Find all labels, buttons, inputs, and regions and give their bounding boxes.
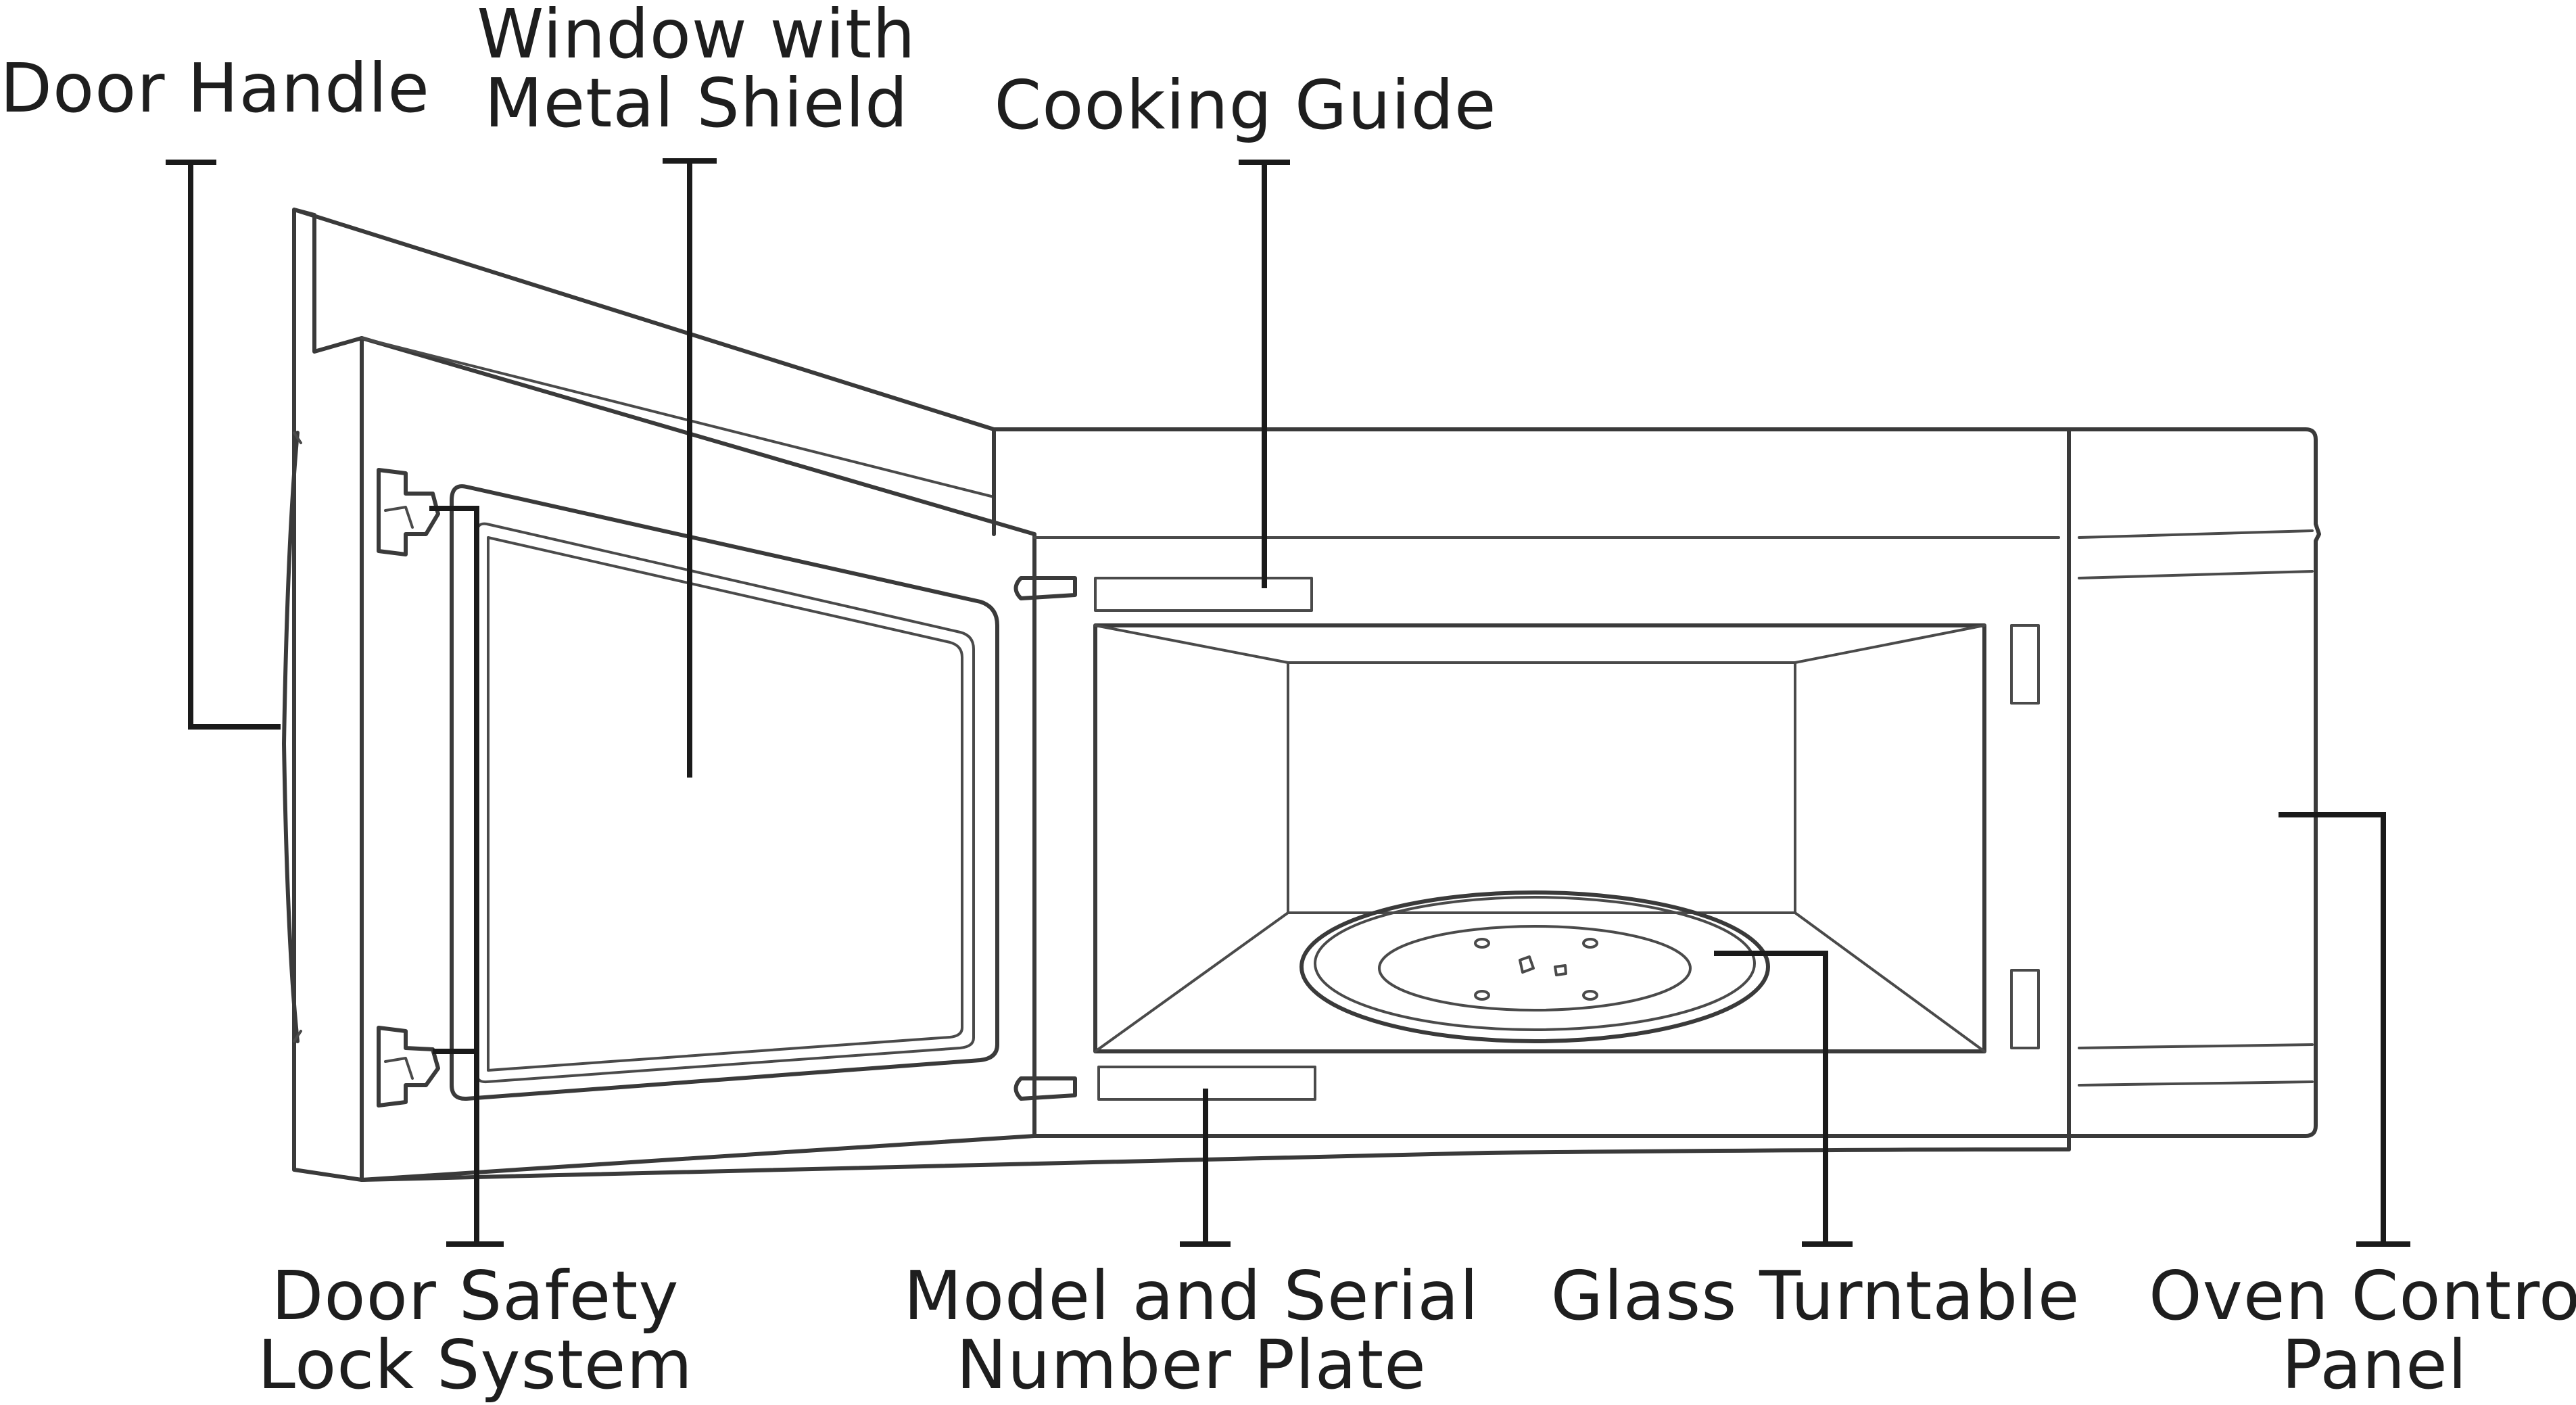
door-safety-leader	[429, 506, 504, 1247]
cooking-guide-label: Cooking Guide	[994, 71, 1496, 140]
window-label: Window with Metal Shield	[477, 0, 915, 138]
model-plate-label: Model and Serial Number Plate	[904, 1262, 1479, 1400]
window-frame	[450, 484, 999, 1101]
cabinet	[360, 427, 2321, 1182]
control-panel-label: Oven Control Panel	[2149, 1262, 2576, 1400]
model-plate-leader	[1180, 1089, 1231, 1247]
model-plate-line1: Model and Serial	[903, 1256, 1479, 1335]
control-panel-leader	[2279, 812, 2410, 1247]
model-plate-line2: Number Plate	[956, 1325, 1427, 1404]
upper-hinge	[1013, 576, 1077, 600]
door-safety-label: Door Safety Lock System	[258, 1262, 693, 1400]
door-handle-line1: Door Handle	[0, 49, 430, 128]
control-panel-line2: Panel	[2281, 1325, 2468, 1404]
door-handle-leader	[166, 160, 281, 730]
cooking-guide-plate	[1094, 577, 1313, 612]
turntable-leader	[1714, 951, 1853, 1247]
callout-leaders	[166, 158, 2410, 1247]
cooking-guide-leader	[1239, 160, 1290, 588]
lower-hinge	[1013, 1076, 1077, 1101]
door-handle-label: Door Handle	[0, 54, 430, 123]
cooking-guide-line1: Cooking Guide	[994, 66, 1497, 145]
lower-vent	[2010, 969, 2040, 1049]
window-line2: Metal Shield	[484, 64, 909, 143]
door	[282, 208, 1077, 1182]
door-handle-edge	[282, 431, 300, 1043]
lower-latch	[377, 1026, 440, 1108]
door-safety-line1: Door Safety	[271, 1256, 679, 1335]
control-panel-line1: Oven Control	[2148, 1256, 2576, 1335]
glass-turntable	[1299, 890, 1770, 1043]
door-safety-line2: Lock System	[258, 1325, 693, 1404]
window-leader	[663, 158, 717, 778]
cavity-opening	[1093, 623, 1986, 1053]
window-line1: Window with	[477, 0, 916, 74]
turntable-label: Glass Turntable	[1551, 1262, 2080, 1331]
turntable-line1: Glass Turntable	[1550, 1256, 2080, 1335]
upper-vent	[2010, 624, 2040, 705]
upper-latch	[377, 468, 440, 556]
